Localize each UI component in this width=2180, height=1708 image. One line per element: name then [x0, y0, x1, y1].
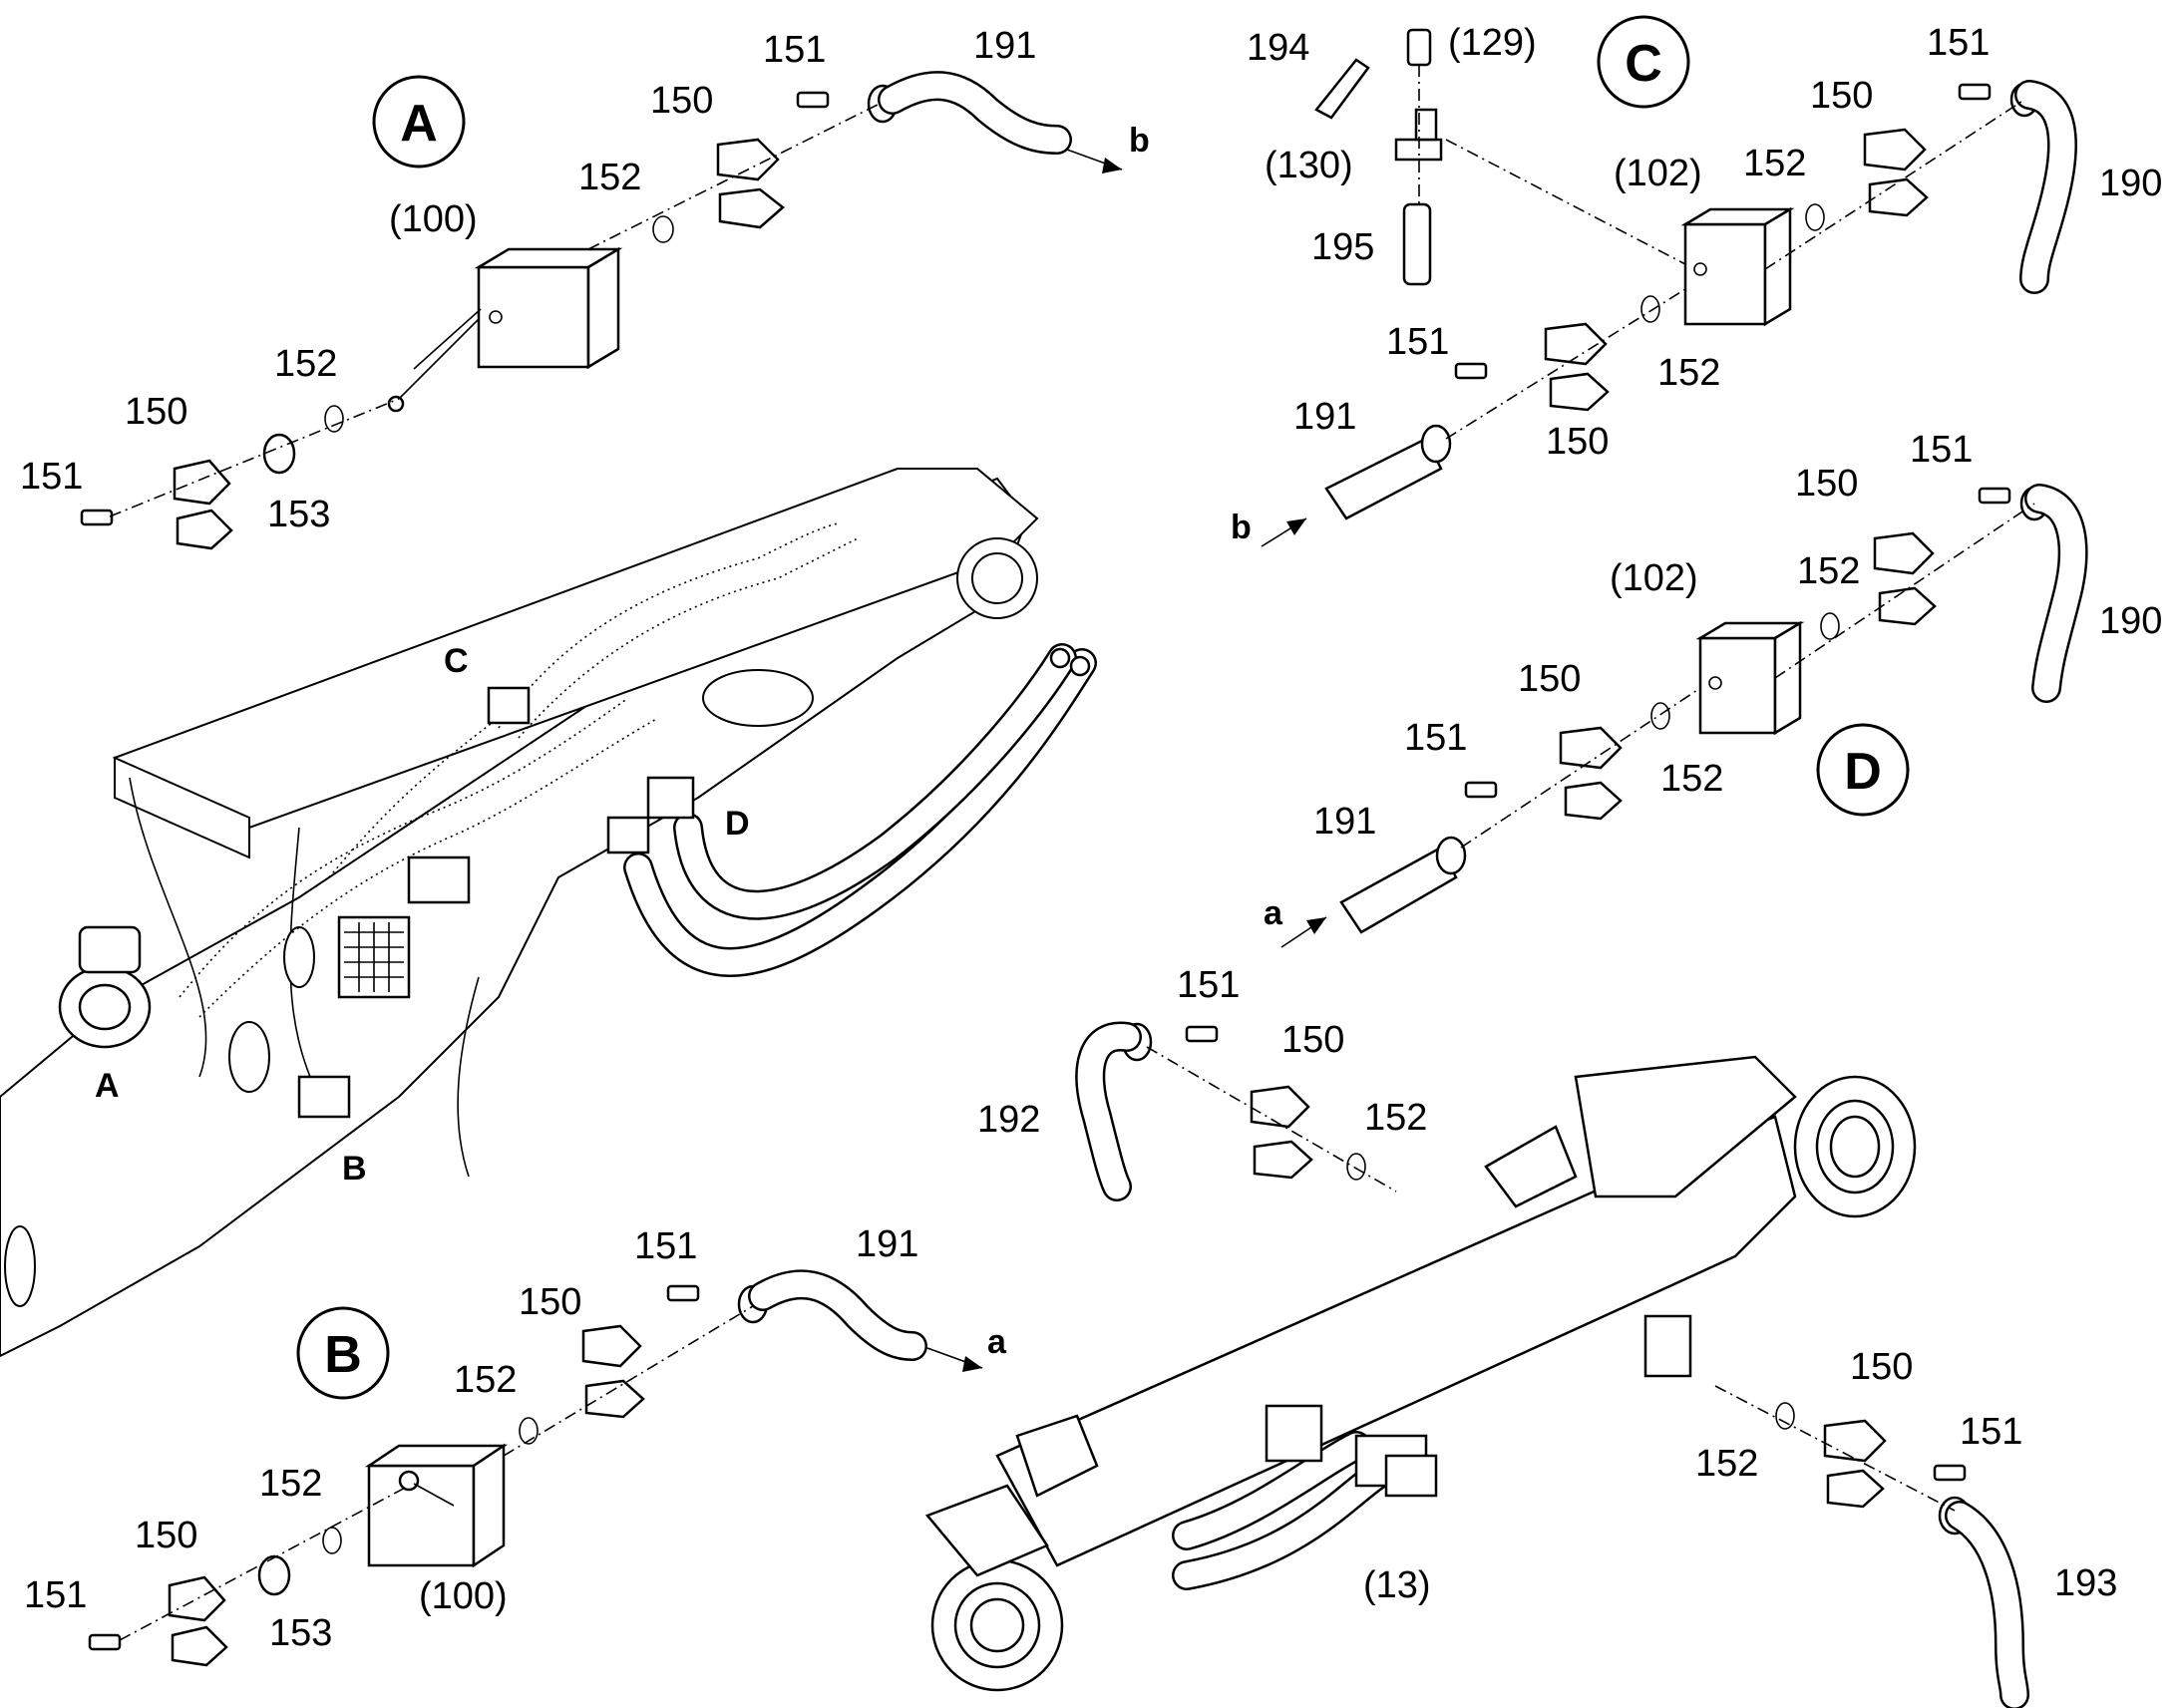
label-150: 150 [1281, 1019, 1344, 1061]
label-102: (102) [1614, 153, 1702, 194]
label-192: 192 [977, 1099, 1040, 1141]
label-191: 191 [1293, 396, 1356, 438]
label-102: (102) [1610, 557, 1698, 599]
label-190: 190 [2099, 163, 2162, 204]
label-150: 150 [1546, 421, 1609, 463]
label-150: 150 [1850, 1346, 1913, 1388]
label-100: (100) [389, 198, 478, 240]
label-152: 152 [259, 1463, 322, 1505]
flow-label-a-detail-d: a [1264, 894, 1283, 932]
boom-marker-c: C [444, 642, 469, 680]
label-151: 151 [24, 1574, 87, 1616]
detail-letter-b: B [324, 1326, 362, 1384]
label-152: 152 [1364, 1097, 1427, 1139]
hydraulic-cylinder [924, 1055, 1917, 1692]
label-151: 151 [1927, 22, 1990, 64]
label-150: 150 [1518, 658, 1581, 700]
label-152: 152 [1743, 143, 1806, 184]
detail-circle-d: D [1816, 723, 1910, 817]
label-151: 151 [1910, 429, 1973, 471]
flow-label-b-top: b [1129, 122, 1150, 160]
label-150: 150 [650, 80, 713, 122]
label-194: 194 [1247, 27, 1309, 69]
detail-letter-d: D [1844, 743, 1882, 801]
label-151: 151 [1404, 717, 1467, 759]
detail-circle-a: A [372, 75, 466, 169]
label-151: 151 [1960, 1411, 2022, 1453]
label-100: (100) [419, 1575, 508, 1617]
label-151: 151 [763, 29, 826, 71]
boom-marker-d: D [725, 805, 750, 843]
detail-c-parts [1261, 28, 2077, 547]
label-150: 150 [125, 391, 187, 433]
label-152: 152 [1660, 758, 1723, 800]
label-151: 151 [634, 1225, 697, 1267]
label-129: (129) [1448, 22, 1537, 64]
label-152: 152 [1797, 550, 1860, 592]
label-191: 191 [1313, 801, 1376, 843]
detail-a-parts [80, 71, 1123, 550]
boom-assembly [0, 468, 1097, 1358]
label-151: 151 [1177, 964, 1240, 1006]
label-150: 150 [519, 1281, 581, 1323]
label-150: 150 [1810, 75, 1873, 117]
detail-b-parts [88, 1269, 983, 1667]
detail-circle-b: B [296, 1306, 390, 1400]
label-151: 151 [1386, 321, 1449, 363]
label-191: 191 [856, 1223, 918, 1265]
label-150: 150 [1795, 463, 1858, 505]
label-193: 193 [2054, 1562, 2117, 1604]
flow-label-a-detail-b: a [987, 1323, 1007, 1361]
label-153: 153 [269, 1612, 332, 1654]
boom-marker-b: B [342, 1150, 367, 1188]
label-152: 152 [1695, 1443, 1758, 1485]
label-152: 152 [578, 157, 641, 198]
label-191: 191 [973, 25, 1036, 67]
label-190: 190 [2099, 600, 2162, 642]
label-152: 152 [454, 1359, 517, 1401]
label-152: 152 [1657, 352, 1720, 394]
detail-letter-c: C [1625, 35, 1662, 93]
label-151: 151 [20, 456, 83, 498]
label-152: 152 [274, 343, 337, 385]
label-130: (130) [1265, 145, 1353, 186]
boom-marker-a: A [95, 1067, 120, 1105]
label-153: 153 [267, 494, 330, 535]
detail-d-parts [1280, 484, 2088, 948]
flow-label-b-detail-c: b [1231, 509, 1252, 546]
label-195: 195 [1311, 226, 1374, 268]
label-13: (13) [1363, 1564, 1431, 1606]
detail-circle-c: C [1597, 15, 1690, 109]
detail-letter-a: A [400, 95, 438, 153]
lower-hoses [1075, 1021, 2029, 1708]
label-150: 150 [135, 1515, 197, 1556]
